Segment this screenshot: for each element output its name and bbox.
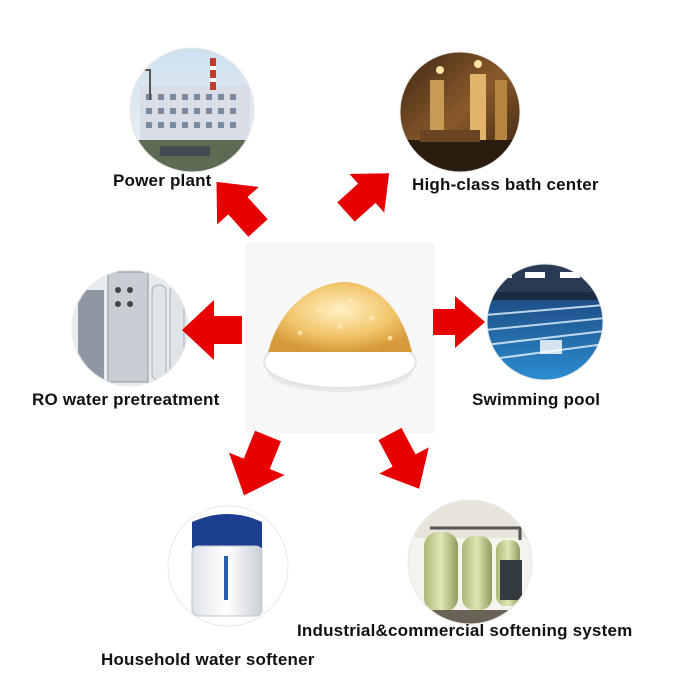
industrial-softening-image	[408, 500, 532, 624]
label-bath-center: High-class bath center	[412, 175, 599, 194]
power-plant-image	[130, 48, 254, 172]
swimming-pool-image	[487, 264, 603, 380]
arrow-ro-pretreatment	[182, 300, 242, 360]
arrow-swimming-pool	[433, 296, 485, 348]
arrow-power-plant	[216, 181, 268, 237]
label-swimming-pool: Swimming pool	[472, 390, 601, 409]
label-power-plant: Power plant	[113, 171, 212, 190]
household-softener-image	[168, 506, 288, 626]
ro-pretreatment-image	[72, 270, 188, 386]
resin-bowl-image	[245, 243, 435, 433]
arrows	[182, 173, 485, 496]
bath-center-image	[400, 52, 520, 172]
arrow-household-softener	[228, 430, 285, 496]
arrow-industrial-softening	[378, 427, 429, 489]
arrow-bath-center	[337, 173, 390, 222]
label-household-softener: Household water softener	[101, 650, 315, 669]
label-industrial-softening: Industrial&commercial softening system	[297, 621, 633, 640]
label-ro-pretreatment: RO water pretreatment	[32, 390, 220, 409]
